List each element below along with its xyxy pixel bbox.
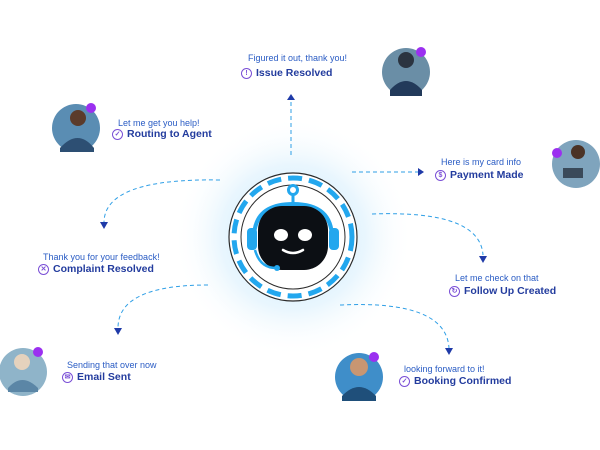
connector-email: [117, 284, 209, 329]
presence-indicator: [369, 352, 379, 362]
info-icon: !: [241, 67, 252, 79]
status-label: ✓ Routing to Agent: [112, 128, 212, 140]
presence-indicator: [86, 103, 96, 113]
message-text: Thank you for your feedback!: [43, 252, 160, 262]
connector-booking: [339, 304, 450, 349]
message-text: Let me check on that: [455, 273, 539, 283]
status-label: ✕ Complaint Resolved: [38, 263, 154, 275]
x-icon: ✕: [38, 263, 49, 275]
avatar-payment: [552, 140, 600, 188]
connector-followup: [371, 213, 484, 256]
avatar-issue: [382, 47, 430, 96]
arrow-email: [114, 328, 122, 335]
check-icon: ✓: [399, 375, 410, 387]
arrowheads: [100, 94, 487, 355]
presence-indicator: [33, 347, 43, 357]
message-text: Sending that over now: [67, 360, 157, 370]
avatar-routing: [52, 103, 100, 152]
status-label: ✉ Email Sent: [62, 371, 131, 383]
mail-icon: ✉: [62, 371, 73, 383]
chatbot-robot-icon: [228, 172, 358, 302]
refresh-icon: ↻: [449, 285, 460, 297]
dollar-icon: $: [435, 169, 446, 181]
arrow-routing: [100, 222, 108, 229]
message-text: looking forward to it!: [404, 364, 485, 374]
connectors: [103, 98, 484, 349]
message-text: Let me get you help!: [118, 118, 200, 128]
connector-routing: [103, 179, 221, 223]
message-text: Here is my card info: [441, 157, 522, 167]
avatar-email: [0, 347, 47, 396]
arrow-booking: [445, 348, 453, 355]
message-text: Figured it out, thank you!: [248, 53, 348, 63]
avatar-booking: [335, 352, 383, 401]
check-icon: ✓: [112, 128, 123, 140]
arrow-issue: [287, 94, 295, 100]
status-label: ↻ Follow Up Created: [449, 285, 556, 297]
status-label: $ Payment Made: [435, 169, 524, 181]
presence-indicator: [416, 47, 426, 57]
status-label: ! Issue Resolved: [241, 67, 332, 79]
presence-indicator: [552, 148, 562, 158]
status-label: ✓ Booking Confirmed: [399, 375, 511, 387]
arrow-payment: [418, 168, 424, 176]
arrow-followup: [479, 256, 487, 263]
avatars: [0, 47, 600, 401]
